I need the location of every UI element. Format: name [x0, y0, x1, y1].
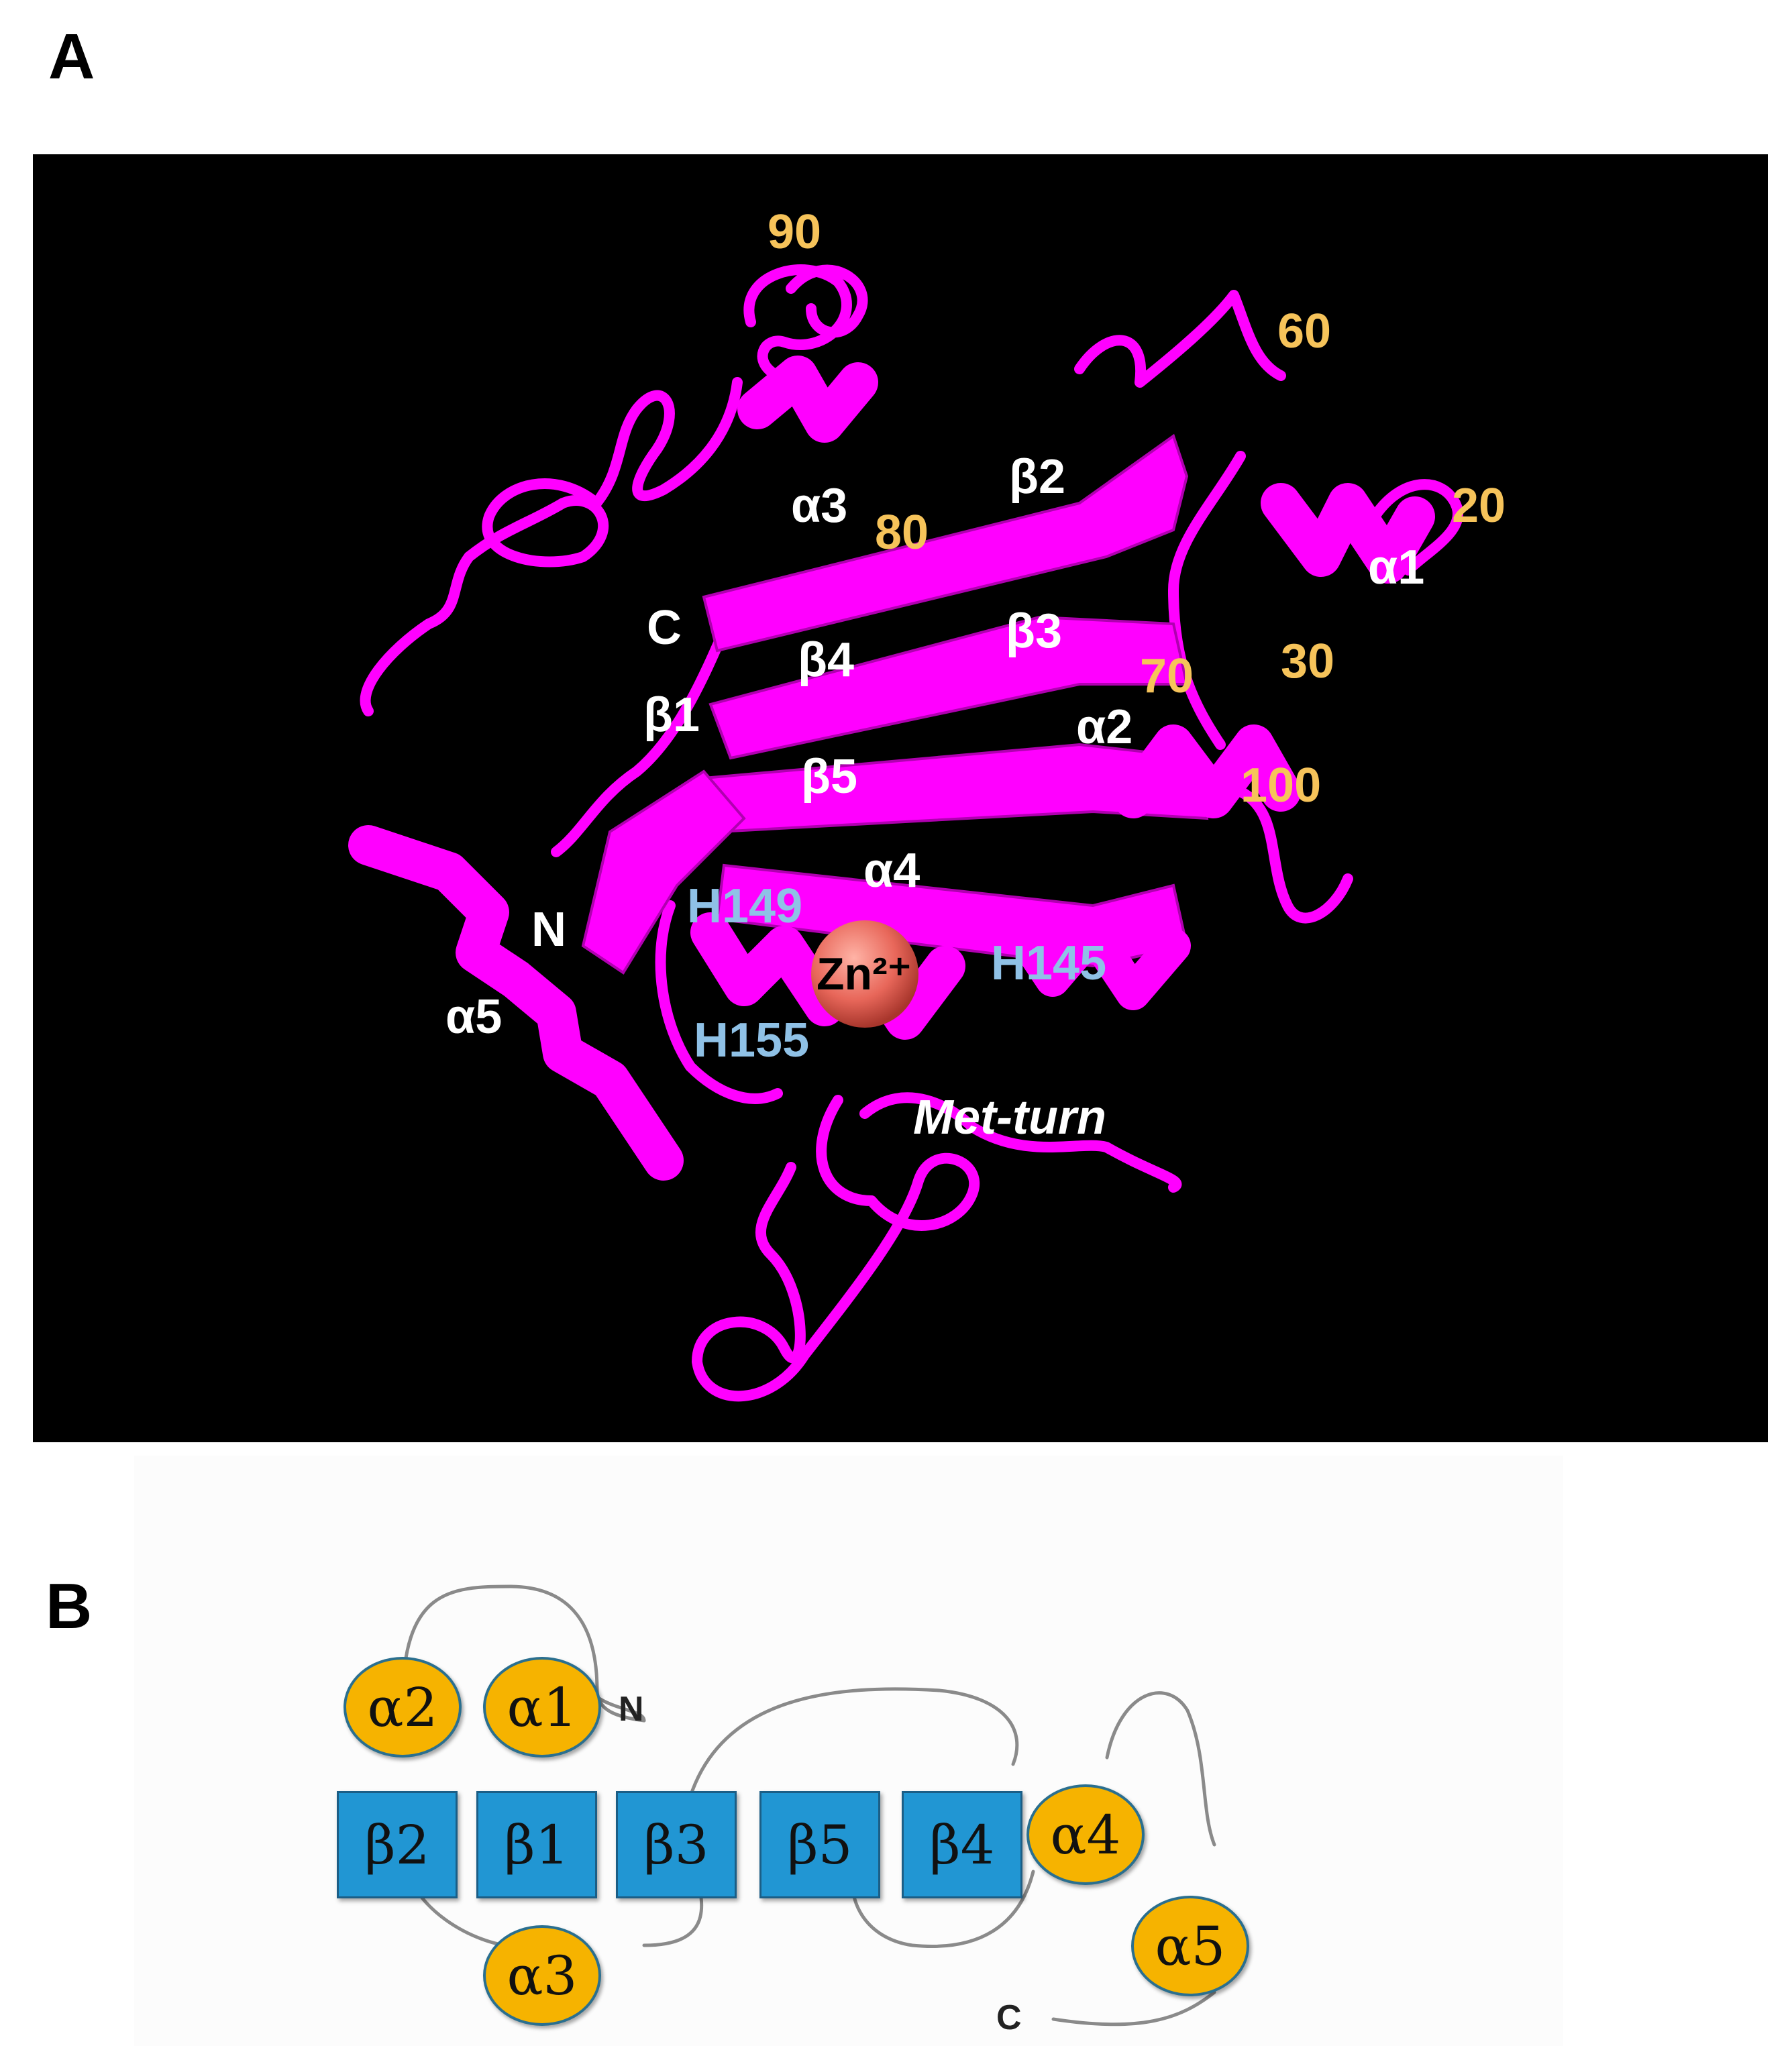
helix-alpha5: α5 [1131, 1896, 1249, 1996]
strand-beta1 [581, 769, 746, 975]
connector-c-term [1051, 1990, 1216, 2027]
helix-alpha2: α2 [344, 1657, 462, 1758]
topology-connections [401, 1584, 1216, 2027]
c-terminus-label: C [996, 1998, 1022, 2037]
helix-alpha3: α3 [483, 1925, 601, 2026]
coil-loop-90 [786, 264, 868, 338]
strand-beta3: β3 [616, 1791, 737, 1898]
coil-loop-left [360, 478, 609, 716]
strand-beta5: β5 [759, 1791, 880, 1898]
panel-b-letter: B [46, 1570, 93, 1642]
residue-number-30: 30 [1281, 635, 1335, 688]
coil-loop-h155 [655, 900, 783, 1104]
residue-number-80: 80 [875, 506, 929, 559]
residue-h145: H145 [991, 936, 1107, 990]
strand-beta1: β1 [476, 1791, 597, 1898]
label-beta4: β4 [798, 633, 854, 687]
label-alpha5: α5 [445, 990, 503, 1044]
helix-right-segment [995, 902, 1191, 1010]
helix-alpha5 [348, 825, 684, 1181]
connector-n [595, 1695, 646, 1723]
coil-loop-20 [1369, 479, 1463, 576]
connector-alpha4-loop [1105, 1691, 1216, 1847]
label-alpha4: α4 [863, 844, 920, 898]
coil-loop-right [1168, 451, 1246, 750]
label-n-terminus: N [531, 903, 566, 957]
strand-beta4: β4 [902, 1791, 1022, 1898]
label-alpha3: α3 [791, 479, 848, 533]
coil-met-turn [859, 1092, 1182, 1193]
coil-loop-top [743, 264, 852, 381]
coil-loop-bottom [692, 1095, 980, 1402]
label-beta5: β5 [801, 750, 857, 804]
label-beta1: β1 [643, 688, 700, 742]
helix-alpha3 [737, 356, 878, 443]
label-beta3: β3 [1006, 604, 1062, 658]
label-alpha1: α1 [1368, 541, 1425, 594]
label-alpha2: α2 [1076, 700, 1133, 754]
coil-loop-left-upper [591, 377, 743, 508]
strand-beta2: β2 [337, 1791, 458, 1898]
strand-beta2 [702, 433, 1189, 653]
strand-beta3 [708, 615, 1189, 760]
residue-number-20: 20 [1452, 479, 1506, 533]
connector-beta3-beta4 [689, 1687, 1019, 1796]
helix-alpha4: α4 [1026, 1784, 1145, 1885]
residue-number-100: 100 [1241, 759, 1322, 812]
residue-number-90: 90 [768, 205, 822, 259]
coil-loop-c [551, 625, 729, 857]
topology-diagram-panel: α2 α1 N β2 β1 β3 β5 β4 α4 α3 α5 C [134, 1456, 1563, 2046]
residue-number-60: 60 [1277, 305, 1332, 358]
residue-h155: H155 [694, 1014, 810, 1067]
met-turn-label: Met-turn [913, 1091, 1106, 1144]
zinc-ion-label: Zn²⁺ [816, 949, 912, 1000]
coil-loop-60 [1074, 290, 1286, 388]
protein-structure-panel: 90 60 20 80 70 30 100 α3 β2 α1 C β4 β3 β… [33, 154, 1768, 1442]
connector-top [401, 1584, 646, 1723]
zinc-ion-sphere [811, 920, 918, 1028]
helix-alpha1 [1261, 483, 1435, 584]
n-terminus-label: N [619, 1690, 644, 1729]
residue-h149: H149 [687, 879, 803, 933]
panel-a-letter: A [48, 21, 95, 93]
coil-loop-100 [1235, 786, 1353, 924]
helix-alpha1: α1 [483, 1657, 601, 1758]
ribbon-structure [348, 264, 1463, 1402]
residue-number-70: 70 [1140, 649, 1194, 703]
label-c-terminus: C [647, 601, 682, 655]
helix-alpha2 [1113, 724, 1301, 818]
label-beta2: β2 [1009, 450, 1065, 504]
